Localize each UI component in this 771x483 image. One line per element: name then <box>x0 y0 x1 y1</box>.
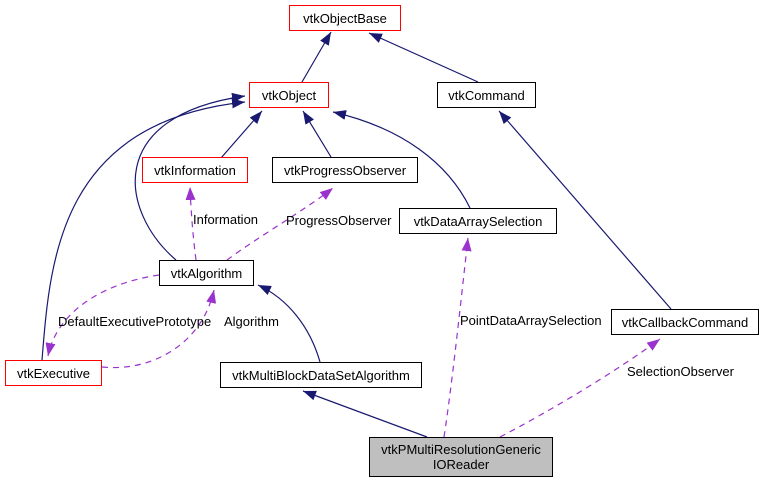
edge-reader-to-vtkMultiBlockDataSetAlgorithm <box>302 390 428 438</box>
edge-selectionobserver-usage <box>499 338 661 438</box>
edge-vtkProgressObserver-to-vtkObject <box>302 110 332 158</box>
node-vtkInformation[interactable]: vtkInformation <box>142 157 248 183</box>
edge-information-usage <box>185 186 197 261</box>
edge-progressobserver-usage <box>226 187 334 261</box>
edge-pointdataarrayselection-usage <box>443 237 472 438</box>
edge-vtkInformation-to-vtkObject <box>220 110 263 159</box>
edge-vtkDataArraySelection-to-vtkObject <box>332 110 471 209</box>
node-vtkObjectBase[interactable]: vtkObjectBase <box>289 5 401 31</box>
node-vtkDataArraySelection[interactable]: vtkDataArraySelection <box>399 208 557 234</box>
node-vtkProgressObserver[interactable]: vtkProgressObserver <box>272 157 418 183</box>
edge-label-information: Information <box>193 212 259 227</box>
node-vtkCallbackCommand[interactable]: vtkCallbackCommand <box>611 309 759 335</box>
node-vtkObject[interactable]: vtkObject <box>249 82 329 108</box>
node-vtkCommand[interactable]: vtkCommand <box>437 82 536 108</box>
edge-vtkMultiBlockDataSetAlgorithm-to-vtkAlgorithm <box>257 284 321 363</box>
node-vtkPMultiResolutionGenericIOReader: vtkPMultiResolutionGeneric IOReader <box>369 437 553 477</box>
edge-vtkExecutive-to-vtkObject <box>41 98 246 361</box>
edge-vtkCallbackCommand-to-vtkCommand <box>498 110 672 310</box>
edge-label-pointdataarrayselection: PointDataArraySelection <box>460 313 602 328</box>
edge-label-progressobserver: ProgressObserver <box>286 213 392 228</box>
edge-label-algorithm: Algorithm <box>224 314 279 329</box>
edge-vtkAlgorithm-to-vtkObject <box>134 92 246 261</box>
edge-label-defaultexecutiveprototype: DefaultExecutivePrototype <box>58 314 212 329</box>
edge-vtkObject-to-vtkObjectBase <box>301 31 332 83</box>
edge-label-selectionobserver: SelectionObserver <box>627 364 734 379</box>
node-vtkMultiBlockDataSetAlgorithm[interactable]: vtkMultiBlockDataSetAlgorithm <box>220 362 422 388</box>
edge-vtkCommand-to-vtkObjectBase <box>368 32 479 83</box>
node-vtkExecutive[interactable]: vtkExecutive <box>5 360 102 386</box>
node-vtkAlgorithm[interactable]: vtkAlgorithm <box>159 260 254 286</box>
edge-defaultexecutiveprototype-usage <box>45 274 160 357</box>
